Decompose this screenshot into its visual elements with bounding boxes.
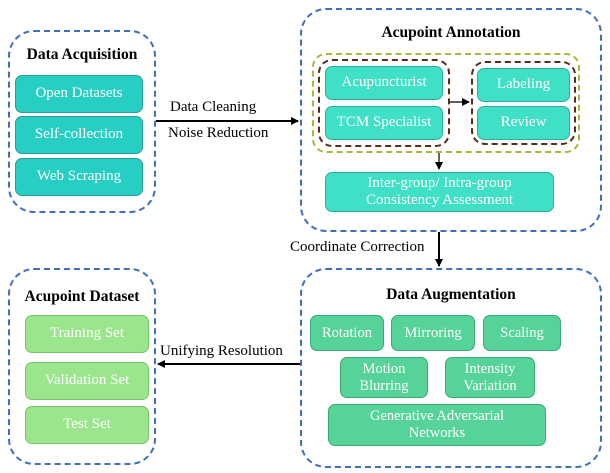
- acupoint-dataset-panel: [8, 268, 156, 465]
- gan-box: Generative Adversarial Networks: [328, 404, 546, 446]
- annotation-outer-group: [312, 53, 580, 153]
- review-box: Review: [477, 106, 570, 140]
- data-augmentation-title: Data Augmentation: [386, 286, 516, 303]
- web-scraping-box: Web Scraping: [15, 158, 143, 196]
- annotator-group: [318, 59, 450, 147]
- label-review-group: [471, 61, 576, 145]
- acupuncturist-box: Acupuncturist: [325, 66, 443, 100]
- test-set-box: Test Set: [25, 406, 149, 444]
- data-augmentation-panel: [300, 268, 602, 468]
- intensity-variation-box: Intensity Variation: [445, 357, 535, 398]
- tcm-specialist-box: TCM Specialist: [325, 106, 443, 140]
- open-datasets-box: Open Datasets: [15, 75, 143, 113]
- scaling-box: Scaling: [483, 315, 561, 351]
- consistency-assessment-box: Inter-group/ Intra-group Consistency Ass…: [325, 172, 554, 212]
- self-collection-box: Self-collection: [15, 116, 143, 154]
- data-acquisition-panel: [8, 30, 156, 213]
- data-cleaning-label: Data Cleaning: [170, 99, 257, 115]
- acupoint-annotation-title: Acupoint Annotation: [381, 24, 521, 41]
- acupoint-annotation-panel: [300, 8, 602, 232]
- coordinate-correction-label: Coordinate Correction: [290, 239, 425, 255]
- labeling-box: Labeling: [477, 68, 570, 102]
- validation-set-box: Validation Set: [25, 362, 149, 400]
- acupoint-dataset-title: Acupoint Dataset: [24, 288, 140, 305]
- training-set-box: Training Set: [25, 315, 149, 353]
- rotation-box: Rotation: [310, 315, 384, 351]
- data-acquisition-title: Data Acquisition: [26, 46, 138, 63]
- mirroring-box: Mirroring: [391, 315, 475, 351]
- noise-reduction-label: Noise Reduction: [168, 125, 269, 141]
- motion-blurring-box: Motion Blurring: [340, 357, 428, 398]
- unifying-resolution-label: Unifying Resolution: [160, 343, 283, 359]
